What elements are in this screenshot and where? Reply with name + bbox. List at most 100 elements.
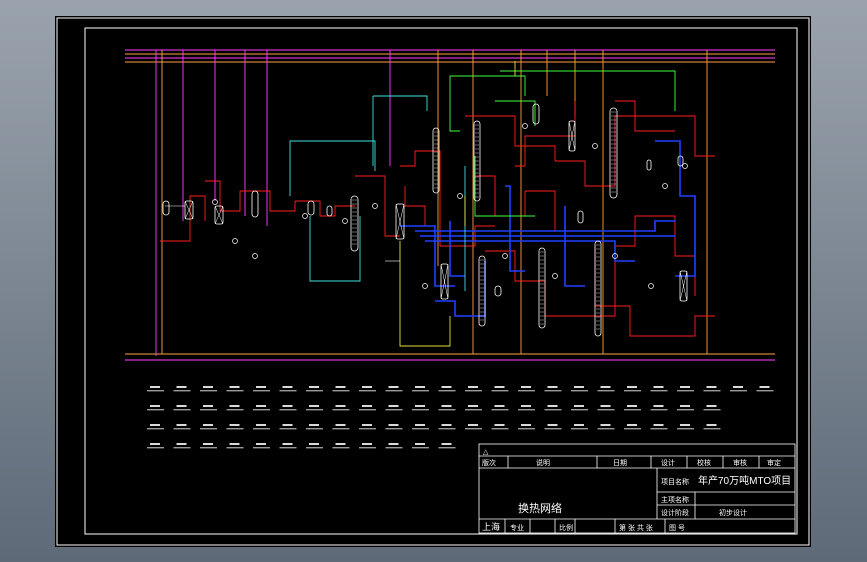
stream-legend-desc: [279, 390, 297, 392]
process-line: [404, 186, 426, 226]
stream-legend-desc: [571, 390, 588, 392]
drawing-no-label: 图 号: [669, 524, 685, 532]
stream-legend-label: [653, 386, 664, 388]
stream-legend-desc: [253, 428, 270, 430]
stream-legend-label: [309, 443, 319, 445]
stream-legend-desc: [571, 409, 588, 411]
distillation-column: [538, 247, 546, 329]
distillation-column: [478, 255, 486, 327]
stream-legend-desc: [412, 409, 429, 411]
stream-legend-label: [521, 386, 531, 388]
distillation-column: [609, 107, 618, 199]
steam-line: [309, 216, 361, 282]
drum: [494, 285, 502, 297]
stream-legend-label: [600, 405, 611, 407]
process-line: [555, 115, 645, 187]
stream-legend-label: [203, 405, 213, 407]
stream-legend-desc: [438, 390, 456, 392]
process-line: [655, 215, 696, 296]
stream-legend-desc: [412, 447, 429, 449]
stream-legend-desc: [173, 447, 191, 449]
exchanger-symbol: [342, 218, 348, 224]
stream-legend-desc: [253, 447, 270, 449]
stream-legend-label: [282, 405, 293, 407]
stream-legend-label: [309, 405, 319, 407]
distillation-column: [473, 120, 481, 202]
process-piping: [125, 49, 775, 361]
stream-legend-label: [574, 424, 584, 426]
exchanger-symbol: [302, 213, 308, 219]
stream-legend-desc: [412, 428, 429, 430]
stream-legend-desc: [279, 409, 297, 411]
exchanger-symbol: [612, 253, 618, 259]
stream-legend-desc: [650, 409, 668, 411]
stream-legend-label: [229, 443, 240, 445]
stream-legend-desc: [624, 428, 641, 430]
stream-legend-desc: [332, 409, 350, 411]
stream-legend-desc: [703, 409, 721, 411]
drawing-title: 换热网络: [518, 501, 562, 515]
stream-legend-desc: [544, 409, 562, 411]
vessel-diag: [395, 203, 405, 240]
exchanger-symbol: [232, 238, 238, 244]
stream-legend-label: [176, 443, 187, 445]
stream-legend-desc: [491, 390, 509, 392]
stream-legend-desc: [173, 390, 191, 392]
yellow-line: [399, 241, 451, 347]
stream-legend-label: [335, 424, 346, 426]
header-check: 校核: [697, 458, 711, 467]
exchanger-symbol: [552, 273, 558, 279]
distillation-column: [432, 127, 440, 194]
exchanger-symbol: [522, 123, 528, 129]
cooling-line: [449, 221, 465, 277]
vessel-diag: [568, 120, 576, 152]
process-line: [645, 115, 715, 157]
stream-legend-desc: [385, 447, 403, 449]
vessel-diag: [440, 263, 449, 300]
vessel: [679, 270, 688, 302]
process-line: [160, 195, 206, 242]
cooling-line: [564, 206, 585, 287]
stream-legend-desc: [385, 428, 403, 430]
stream-legend-label: [282, 386, 293, 388]
stream-legend-label: [494, 424, 505, 426]
stream-legend-label: [388, 424, 399, 426]
stream-legend-label: [309, 386, 319, 388]
stream-legend-desc: [200, 447, 217, 449]
stream-legend-desc: [359, 428, 376, 430]
stream-legend-desc: [200, 390, 217, 392]
stream-legend-desc: [703, 390, 721, 392]
stream-legend-desc: [624, 390, 641, 392]
stream-legend-desc: [226, 447, 244, 449]
drum: [307, 200, 315, 216]
stream-legend-desc: [465, 409, 482, 411]
scale-label: 比例: [559, 523, 573, 532]
exchanger-symbol: [502, 253, 508, 259]
stream-legend-desc: [518, 390, 535, 392]
reactor-column: [350, 195, 359, 252]
stream-legend-label: [547, 424, 558, 426]
stream-legend-desc: [279, 428, 297, 430]
drawing-sheet[interactable]: △ 版次 说明 日期 设计 校核 审核 审定 项目名称 年产70万吨MTO项目 …: [55, 16, 811, 547]
stream-legend-label: [468, 424, 478, 426]
stream-legend-desc: [677, 428, 694, 430]
stream-legend-label: [706, 424, 717, 426]
stream-legend-label: [441, 386, 452, 388]
steam-line: [289, 140, 376, 196]
stream-legend-label: [203, 443, 213, 445]
process-line: [485, 250, 575, 317]
stream-legend-label: [388, 405, 399, 407]
stream-legend-label: [759, 386, 770, 388]
cooling-line: [505, 185, 525, 272]
stream-legend-label: [574, 386, 584, 388]
specialty-label: 专业: [510, 523, 524, 532]
stream-legend-label: [176, 405, 187, 407]
stream-legend-label: [600, 386, 611, 388]
drum: [532, 103, 540, 125]
header-revision: 版次: [482, 458, 496, 467]
stream-legend-label: [441, 443, 452, 445]
stream-legend-desc: [597, 390, 615, 392]
process-line: [655, 315, 715, 337]
product-line: [450, 75, 526, 96]
